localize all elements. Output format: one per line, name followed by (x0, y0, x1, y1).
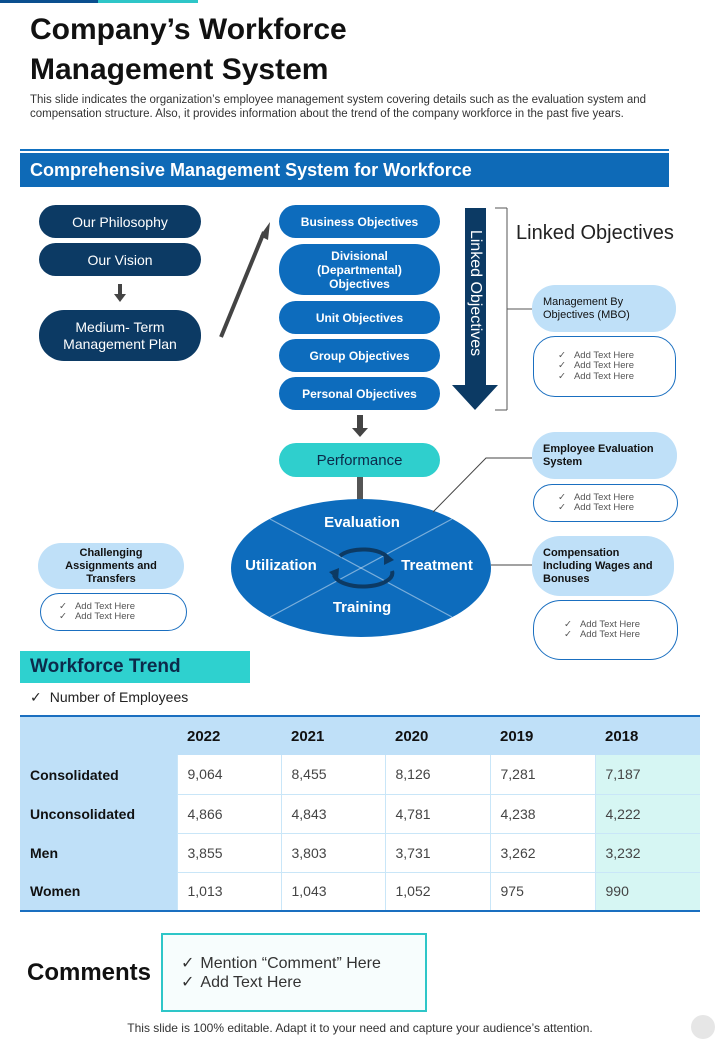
page-title-line2: Management System (30, 53, 329, 86)
philosophy-pill: Our Philosophy (39, 205, 201, 238)
table-cell: 990 (594, 872, 700, 912)
table-row-label: Unconsolidated (20, 794, 177, 833)
mbo-item: Add Text Here (558, 361, 675, 372)
table-row-label: Women (20, 872, 177, 912)
evaluation-cycle-ellipse (231, 499, 491, 637)
table-row-label: Consolidated (20, 755, 177, 794)
compensation-item: Add Text Here (564, 619, 677, 631)
table-cell: 1,043 (280, 872, 385, 912)
workforce-trend-subtitle: Number of Employees (30, 689, 189, 706)
corner-circle-icon (691, 1015, 715, 1039)
table-cell: 9,064 (176, 755, 281, 795)
management-plan-pill: Medium- Term Management Plan (39, 310, 201, 361)
employee-evaluation-text-box: Add Text Here Add Text Here (533, 484, 678, 522)
callout-connectors (432, 457, 532, 566)
challenging-assignments-item: Add Text Here (59, 611, 186, 623)
cycle-label-training: Training (333, 599, 391, 616)
comments-box: Mention “Comment” Here Add Text Here (161, 933, 427, 1012)
workforce-trend-header: Workforce Trend (20, 651, 250, 683)
page-subtitle: This slide indicates the organization’s … (30, 94, 647, 120)
page-title: Company’s Workforce Management System (30, 10, 550, 90)
comment-item: Add Text Here (181, 973, 425, 992)
table-cell: 4,238 (489, 794, 595, 834)
employee-evaluation-item: Add Text Here (558, 492, 677, 504)
down-arrow-icon-small (114, 284, 126, 302)
mbo-item: Add Text Here (558, 350, 675, 362)
connector-performance-ellipse (357, 477, 363, 502)
cycle-label-utilization: Utilization (245, 557, 317, 574)
table-cell: 4,843 (280, 794, 385, 834)
objective-group: Group Objectives (279, 339, 440, 372)
table-cell: 8,455 (280, 755, 385, 795)
table-header-year: 2021 (281, 715, 385, 755)
table-cell: 3,803 (280, 833, 385, 873)
table-cell: 3,855 (176, 833, 281, 873)
table-cell: 8,126 (384, 755, 490, 795)
top-accent-bar-teal (98, 0, 198, 3)
comments-label: Comments (27, 959, 152, 986)
objective-business: Business Objectives (279, 205, 440, 238)
table-cell: 4,866 (176, 794, 281, 834)
mbo-text-box: Add Text Here Add Text Here Add Text Her… (533, 336, 676, 397)
objective-divisional: Divisional (Departmental) Objectives (279, 244, 440, 295)
section-divider (20, 149, 669, 151)
down-arrow-icon-performance (352, 415, 368, 437)
comment-item: Mention “Comment” Here (181, 954, 425, 973)
employee-evaluation-item: Add Text Here (558, 502, 677, 514)
table-cell: 7,187 (594, 755, 700, 795)
table-cell: 1,052 (384, 872, 490, 912)
table-cell: 4,222 (594, 794, 700, 834)
challenging-assignments-item: Add Text Here (59, 601, 186, 613)
linked-objectives-arrow-label: Linked Objectives (467, 229, 485, 357)
linked-objectives-label: Linked Objectives (516, 222, 674, 244)
cycle-label-treatment: Treatment (401, 557, 473, 574)
performance-pill: Performance (279, 443, 440, 477)
table-cell: 7,281 (489, 755, 595, 795)
linked-objectives-bracket (495, 207, 532, 411)
mbo-item: Add Text Here (558, 371, 675, 383)
vision-pill: Our Vision (39, 243, 201, 276)
table-cell: 975 (489, 872, 595, 912)
table-header-row: 2022 2021 2020 2019 2018 (20, 715, 700, 755)
section-header: Comprehensive Management System for Work… (20, 153, 669, 187)
table-cell: 3,232 (594, 833, 700, 873)
table-row: Consolidated 9,064 8,455 8,126 7,281 7,1… (20, 755, 700, 795)
table-cell: 3,262 (489, 833, 595, 873)
table-header-year: 2020 (385, 715, 490, 755)
table-header-year: 2018 (595, 715, 700, 755)
table-cell: 3,731 (384, 833, 490, 873)
employee-evaluation-pill: Employee Evaluation System (532, 432, 677, 479)
page-title-line1: Company’s Workforce (30, 13, 347, 46)
table-row: Women 1,013 1,043 1,052 975 990 (20, 872, 700, 912)
compensation-pill: Compensation Including Wages and Bonuses (532, 536, 674, 596)
table-row: Men 3,855 3,803 3,731 3,262 3,232 (20, 833, 700, 873)
top-accent-bar-blue (0, 0, 98, 3)
workforce-trend-table: 2022 2021 2020 2019 2018 Consolidated 9,… (20, 715, 700, 912)
diagonal-arrow-icon (219, 222, 270, 338)
table-header-blank (20, 715, 177, 755)
linked-objectives-arrow-icon (452, 208, 498, 410)
table-header-year: 2022 (177, 715, 281, 755)
mbo-pill: Management By Objectives (MBO) (532, 285, 676, 332)
challenging-assignments-text-box: Add Text Here Add Text Here (40, 593, 187, 631)
table-header-year: 2019 (490, 715, 595, 755)
challenging-assignments-pill: Challenging Assignments and Transfers (38, 543, 184, 589)
table-cell: 1,013 (176, 872, 281, 912)
table-cell: 4,781 (384, 794, 490, 834)
table-row: Unconsolidated 4,866 4,843 4,781 4,238 4… (20, 794, 700, 834)
footer-note: This slide is 100% editable. Adapt it to… (127, 1021, 593, 1035)
objective-personal: Personal Objectives (279, 377, 440, 410)
cycle-label-evaluation: Evaluation (324, 514, 400, 531)
table-row-label: Men (20, 833, 177, 872)
objective-unit: Unit Objectives (279, 301, 440, 334)
compensation-text-box: Add Text Here Add Text Here (533, 600, 678, 660)
compensation-item: Add Text Here (564, 629, 677, 641)
